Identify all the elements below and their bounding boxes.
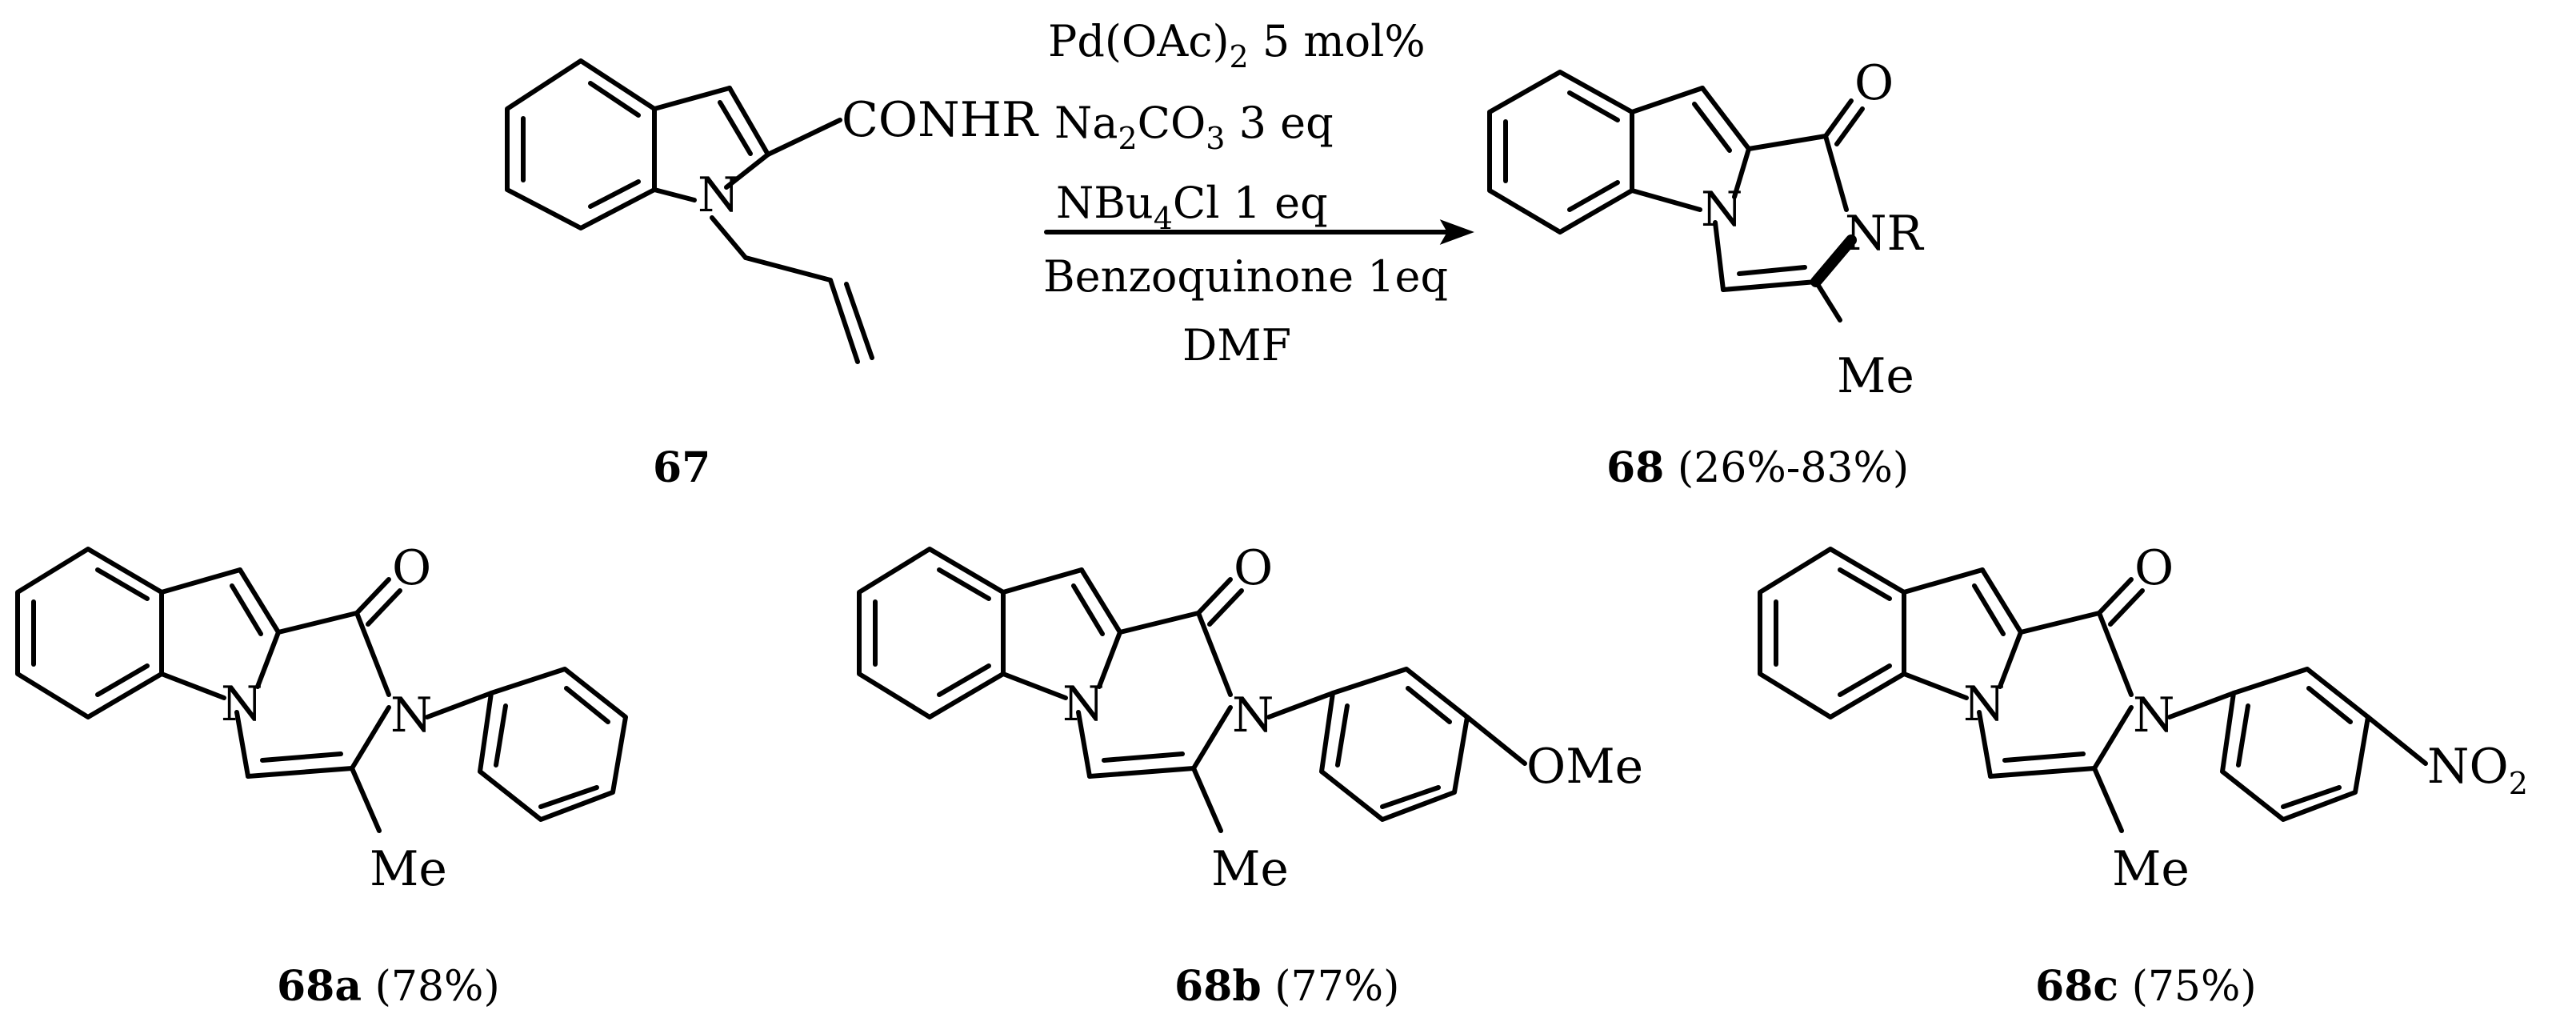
example-68b-structure — [857, 547, 1527, 833]
example-68b-o-atom: O — [1234, 540, 1273, 596]
example-68c-n-ring: N — [1963, 676, 2006, 732]
example-68b-me: Me — [1211, 841, 1289, 897]
example-68b-label: 68b (77%) — [1174, 962, 1399, 1011]
example-68b-n-amide: N — [1232, 687, 1274, 743]
product-68-label: 68 (26%-83%) — [1606, 443, 1909, 492]
example-68c-n-amide: N — [2133, 687, 2175, 743]
reactant-67-structure — [505, 58, 874, 364]
example-68c-no2: NO2 — [2427, 739, 2528, 801]
condition-oxidant: Benzoquinone 1eq — [1043, 251, 1448, 302]
product-68-wedge-bond — [1810, 234, 1857, 287]
example-68c-me: Me — [2112, 841, 2190, 897]
reactant-67-label: 67 — [653, 443, 710, 492]
reactant-67-conhr: CONHR — [842, 92, 1039, 148]
condition-base: Na2CO3 3 eq — [1054, 98, 1334, 156]
condition-catalyst: Pd(OAc)2 5 mol% — [1048, 16, 1426, 74]
example-68c-label: 68c (75%) — [2035, 962, 2257, 1011]
example-68c-structure — [1758, 547, 2428, 833]
reactant-67-n-atom: N — [698, 167, 740, 223]
condition-additive: NBu4Cl 1 eq — [1056, 178, 1328, 236]
product-68-me: Me — [1837, 348, 1914, 404]
example-68b-n-ring: N — [1062, 676, 1105, 732]
example-68a-o-atom: O — [392, 540, 431, 596]
example-68a-me: Me — [370, 841, 447, 897]
condition-solvent: DMF — [1182, 320, 1291, 371]
product-68-o-atom: O — [1854, 55, 1894, 111]
example-68b-ome: OMe — [1526, 739, 1643, 795]
example-68a-n-ring: N — [221, 676, 263, 732]
example-68a-label: 68a (78%) — [277, 962, 500, 1011]
example-68c-o-atom: O — [2134, 540, 2174, 596]
example-68a-structure — [15, 547, 628, 833]
example-68a-n-amide: N — [390, 687, 433, 743]
reaction-arrow — [1044, 219, 1474, 245]
product-68-n-atom: N — [1701, 182, 1743, 238]
product-68-nr: NR — [1845, 206, 1925, 262]
product-68-structure — [1487, 70, 1865, 323]
